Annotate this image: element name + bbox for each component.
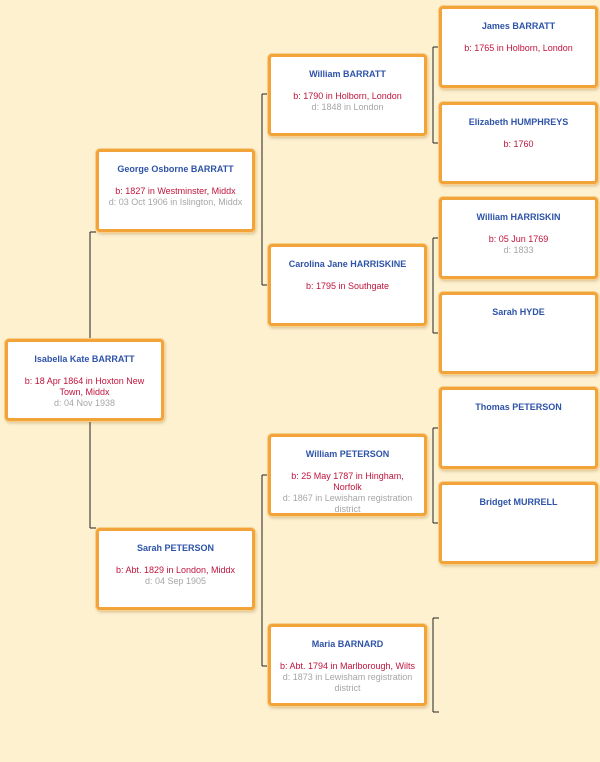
person-birth: b: 1790 in Holborn, London	[293, 91, 402, 101]
person-death: d: 1833	[503, 245, 534, 255]
person-name: William PETERSON	[305, 449, 390, 459]
person-name: Sarah HYDE	[492, 307, 545, 317]
person-birth: b: 1827 in Westminster, Middx	[115, 186, 236, 196]
person-card-gg6[interactable]: Bridget MURRELL	[439, 482, 598, 564]
person-birth: b: 05 Jun 1769	[488, 234, 549, 244]
person-death: d: 04 Sep 1905	[144, 576, 207, 586]
person-name: Isabella Kate BARRATT	[34, 354, 135, 364]
person-card-gg3[interactable]: William HARRISKIN b: 05 Jun 1769 d: 1833	[439, 197, 598, 279]
connector-mgf	[432, 427, 439, 524]
person-card-root[interactable]: Isabella Kate BARRATT b: 18 Apr 1864 in …	[5, 339, 164, 421]
person-card-paternal-grandmother[interactable]: Carolina Jane HARRISKINE b: 1795 in Sout…	[268, 244, 427, 326]
person-name: James BARRATT	[481, 21, 556, 31]
person-card-gg4[interactable]: Sarah HYDE	[439, 292, 598, 374]
connector-mgm	[432, 617, 439, 713]
person-name: George Osborne BARRATT	[117, 164, 234, 174]
connector-pgf	[432, 46, 439, 144]
person-birth: b: 18 Apr 1864 in Hoxton New Town, Middx	[24, 376, 145, 397]
person-death: d: 04 Nov 1938	[53, 398, 116, 408]
person-name: Maria BARNARD	[311, 639, 384, 649]
person-name: Bridget MURRELL	[479, 497, 558, 507]
person-death: d: 03 Oct 1906 in Islington, Middx	[108, 197, 243, 207]
person-card-maternal-grandfather[interactable]: William PETERSON b: 25 May 1787 in Hingh…	[268, 434, 427, 516]
person-card-maternal-grandmother[interactable]: Maria BARNARD b: Abt. 1794 in Marlboroug…	[268, 624, 427, 706]
person-birth: b: 1765 in Holborn, London	[464, 43, 573, 53]
person-birth: b: Abt. 1794 in Marlborough, Wilts	[279, 661, 416, 671]
connector-father-grandparents	[261, 93, 268, 286]
person-name: Sarah PETERSON	[136, 543, 215, 553]
person-birth: b: 1795 in Southgate	[305, 281, 390, 291]
person-name: Thomas PETERSON	[475, 402, 562, 412]
person-name: William HARRISKIN	[476, 212, 561, 222]
person-name: Carolina Jane HARRISKINE	[288, 259, 407, 269]
person-card-mother[interactable]: Sarah PETERSON b: Abt. 1829 in London, M…	[96, 528, 255, 610]
person-name: Elizabeth HUMPHREYS	[468, 117, 569, 127]
person-death: d: 1873 in Lewisham registration distric…	[282, 672, 413, 693]
person-birth: b: 25 May 1787 in Hingham, Norfolk	[291, 471, 404, 492]
connector-mother-grandparents	[261, 474, 268, 667]
person-death: d: 1867 in Lewisham registration distric…	[282, 493, 413, 514]
person-card-gg2[interactable]: Elizabeth HUMPHREYS b: 1760	[439, 102, 598, 184]
person-card-gg1[interactable]: James BARRATT b: 1765 in Holborn, London	[439, 6, 598, 88]
person-card-gg5[interactable]: Thomas PETERSON	[439, 387, 598, 469]
person-card-father[interactable]: George Osborne BARRATT b: 1827 in Westmi…	[96, 149, 255, 232]
person-birth: b: Abt. 1829 in London, Middx	[115, 565, 236, 575]
person-name: William BARRATT	[309, 69, 386, 79]
person-birth: b: 1760	[503, 139, 534, 149]
person-card-paternal-grandfather[interactable]: William BARRATT b: 1790 in Holborn, Lond…	[268, 54, 427, 136]
connector-pgm	[432, 237, 439, 334]
person-death: d: 1848 in London	[311, 102, 384, 112]
connector-root-parents	[89, 231, 96, 529]
